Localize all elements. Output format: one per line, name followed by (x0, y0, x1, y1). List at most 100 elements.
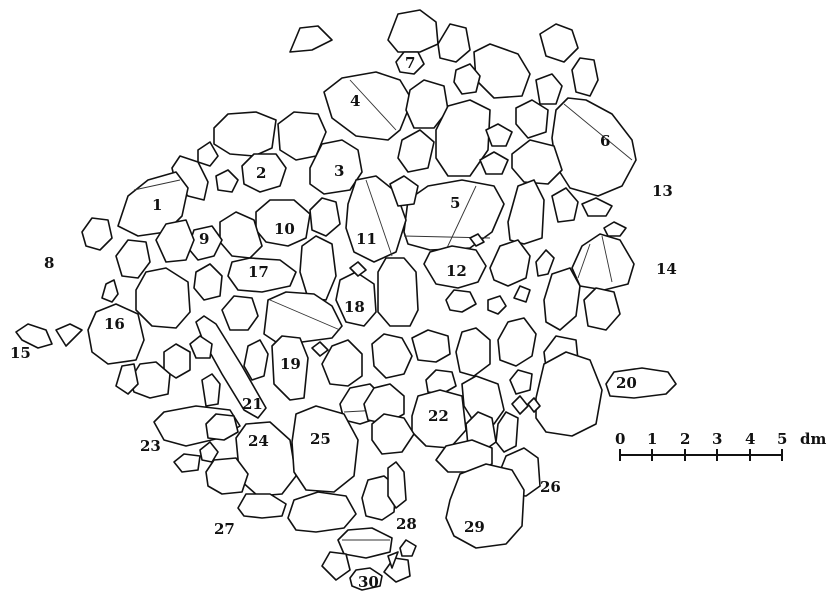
stone-crack (269, 299, 341, 331)
scale-tick-label: 1 (647, 430, 657, 448)
stone-outline (135, 267, 191, 329)
stone-label: 9 (199, 230, 209, 248)
stone-outline (321, 551, 351, 581)
stone-outline (287, 491, 357, 533)
stone-crack (349, 79, 397, 131)
stone-outline (539, 23, 579, 63)
stone-outline (321, 339, 363, 387)
stone-label: 23 (140, 437, 161, 455)
stone-outline (81, 217, 113, 251)
stone-outline (461, 375, 505, 425)
stone-outline (219, 211, 263, 259)
stone-outline (535, 351, 603, 437)
stone-outline (309, 139, 363, 195)
stone-outline (455, 327, 491, 377)
stone-outline (527, 397, 541, 413)
stone-label: 27 (214, 520, 235, 538)
stone-labels: 1 2 3 4 5 6 7 8 9 10 11 12 13 14 15 16 1… (10, 54, 677, 591)
stone-label: 8 (44, 254, 54, 272)
stone-outline (197, 141, 219, 167)
stone-label: 15 (10, 344, 31, 362)
stone-label: 25 (310, 430, 331, 448)
stone-outline (195, 315, 267, 419)
stone-outline (515, 99, 549, 139)
stone-crack (445, 185, 477, 251)
scale-tick-label: 2 (680, 430, 690, 448)
stone-outline (605, 367, 677, 399)
stone-outline (543, 267, 581, 331)
stone-outline (551, 97, 637, 197)
stone-outline (87, 303, 145, 365)
stone-label: 28 (396, 515, 417, 533)
stone-outline (129, 361, 171, 399)
stone-outline (55, 323, 83, 347)
stone-crack (365, 179, 393, 257)
stone-outline (399, 539, 417, 557)
scale-tick-label: 4 (745, 430, 755, 448)
stone-label: 1 (152, 196, 162, 214)
stone-outline (205, 413, 239, 441)
stone-outline (201, 373, 221, 407)
stone-outline (395, 51, 425, 75)
stone-crack (563, 103, 633, 161)
stone-outline (299, 235, 337, 301)
stone-outline (485, 123, 513, 147)
stone-outline (387, 461, 407, 509)
stone-label: 29 (464, 518, 485, 536)
stone-outline (363, 383, 405, 425)
stone-label: 17 (248, 263, 269, 281)
stone-outline (155, 219, 195, 263)
stone-outline (603, 221, 627, 237)
stone-outline (221, 295, 259, 331)
stone-outline (243, 339, 269, 381)
stone-outline (311, 341, 329, 357)
stone-outline (173, 453, 201, 473)
stone-label: 11 (356, 230, 377, 248)
stone-outline (445, 289, 477, 313)
stone-outline (445, 463, 525, 549)
stone-outline (535, 249, 555, 277)
stone-label: 20 (616, 374, 637, 392)
stone-outline (487, 295, 507, 315)
stone-outline (535, 73, 563, 105)
stone-label: 6 (600, 132, 610, 150)
stone-outline (277, 111, 327, 161)
stone-outline (551, 187, 579, 223)
stone-outline (387, 551, 399, 569)
stone-outline (513, 285, 531, 303)
stone-outline (199, 441, 219, 463)
stone-outline (215, 169, 239, 193)
stone-label: 12 (446, 262, 467, 280)
stone-outline (263, 291, 343, 343)
stone-label: 30 (358, 573, 379, 591)
stone-label: 14 (656, 260, 677, 278)
stone-outline (377, 257, 419, 327)
stone-outline (205, 457, 249, 495)
stone-outline (271, 335, 309, 401)
stone-label: 21 (242, 395, 263, 413)
stone-outline (291, 405, 359, 493)
stone-outline (15, 323, 53, 349)
stone-outline (371, 333, 413, 379)
stone-outline (581, 197, 613, 217)
stone-label: 3 (334, 162, 344, 180)
stone-outline (187, 225, 223, 261)
stone-outline (469, 233, 485, 247)
stone-label: 5 (450, 194, 460, 212)
stone-outline (435, 439, 493, 473)
stone-label: 24 (248, 432, 269, 450)
stone-outline (511, 139, 563, 185)
stone-outline (425, 369, 457, 395)
stone-label: 26 (540, 478, 561, 496)
scale-tick-label: 3 (712, 430, 722, 448)
stone-label: 10 (274, 220, 295, 238)
stone-outline (349, 261, 367, 277)
stone-label: 22 (428, 407, 449, 425)
stone-crack (601, 235, 613, 283)
stone-label: 2 (256, 164, 266, 182)
stone-outline (423, 245, 487, 289)
stone-outline (509, 369, 533, 395)
stone-label: 18 (344, 298, 365, 316)
stone-outline (583, 287, 621, 331)
